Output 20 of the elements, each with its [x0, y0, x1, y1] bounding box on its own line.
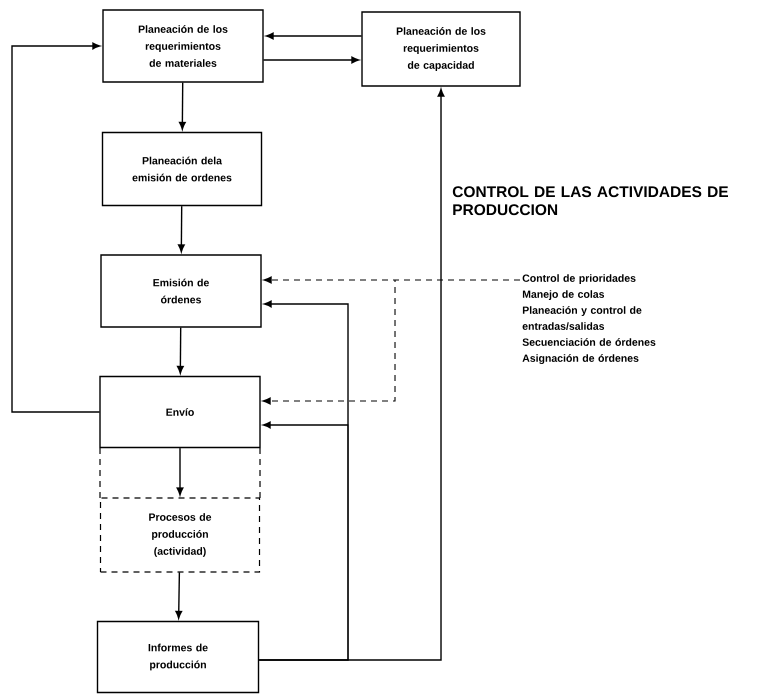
- arrow: [11, 42, 100, 413]
- process-box: Planeación de los requerimientos de materiales: [102, 9, 264, 83]
- process-box: Planeación de los requerimientos de capacidad: [361, 11, 521, 87]
- heading: CONTROL DE LAS ACTIVIDADES DE PRODUCCION: [452, 186, 728, 216]
- arrow: [264, 56, 360, 64]
- dashed-process-box: Procesos de producción (actividad): [100, 497, 260, 573]
- text-list: Control de prioridades Manejo de colas Planeación y control de entradas/salidas Secuenciación de órdenes Asignación de órdenes: [522, 274, 656, 364]
- arrow: [266, 32, 362, 40]
- arrow: [259, 422, 349, 661]
- process-box: Informes de producción: [96, 620, 260, 694]
- dashed-arrow: [262, 279, 520, 405]
- process-box: Planeación dela emisión de ordenes: [102, 132, 262, 206]
- arrow: [175, 572, 182, 619]
- arrow: [259, 88, 444, 661]
- arrow: [178, 206, 185, 252]
- arrow: [176, 448, 184, 496]
- process-box: Emisión de órdenes: [100, 254, 262, 328]
- arrow: [176, 328, 184, 374]
- arrow: [178, 82, 186, 130]
- process-box: Envío: [99, 376, 261, 448]
